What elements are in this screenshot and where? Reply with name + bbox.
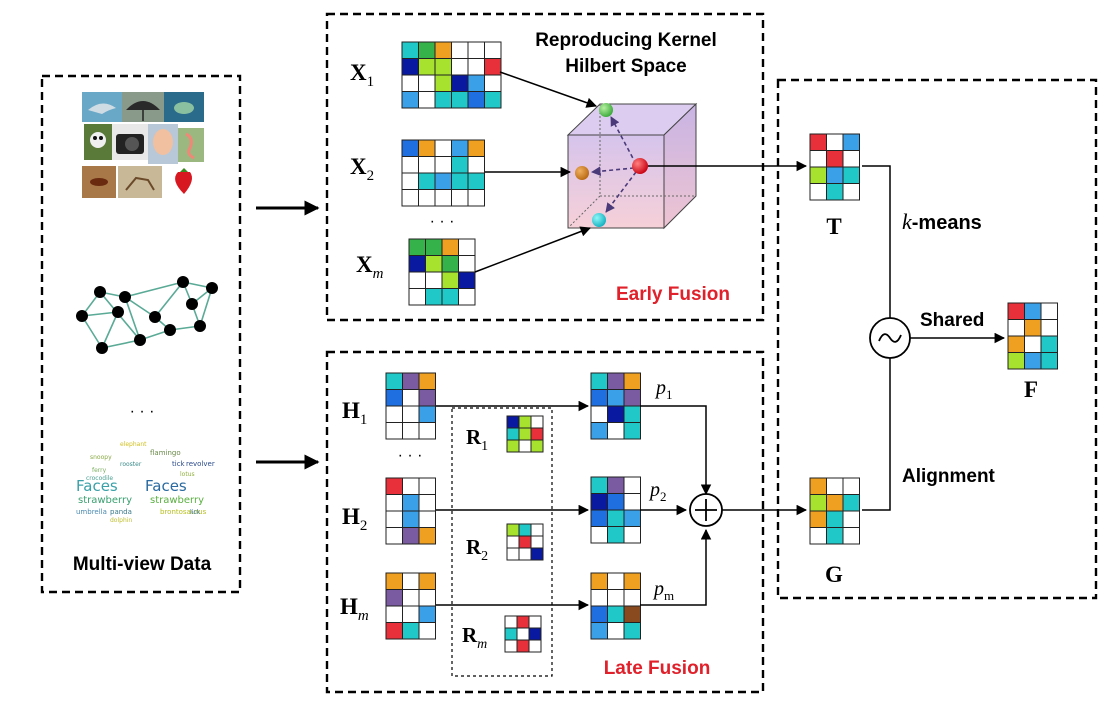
matrix-h2 <box>385 477 436 545</box>
wc-word: panda <box>110 508 132 516</box>
kmeans-label: k-means <box>902 209 982 234</box>
late-fusion-box <box>325 350 765 694</box>
label-x2: X2 <box>350 154 374 184</box>
rkhs-title-line1: Reproducing Kernel <box>535 30 717 51</box>
image-thumbnails <box>82 92 204 198</box>
label-r1: R1 <box>466 425 488 454</box>
late-dots: · · · <box>398 447 423 464</box>
matrix-x2 <box>401 139 485 207</box>
point-red <box>632 158 648 174</box>
label-T: T <box>826 214 841 239</box>
matrix-G <box>809 477 860 545</box>
multiview-box <box>40 74 242 594</box>
label-hm: Hm <box>340 594 369 624</box>
shared-label: Shared <box>920 310 984 331</box>
wc-word: dolphin <box>110 517 132 524</box>
rkhs-title-line2: Hilbert Space <box>565 56 686 77</box>
matrix-h1 <box>385 372 436 440</box>
wc-word: snoopy <box>90 454 112 461</box>
matrix-h2-rot <box>590 476 641 544</box>
alignment-label: Alignment <box>902 466 996 487</box>
label-pm: pm <box>652 578 674 603</box>
label-G: G <box>825 562 843 587</box>
wc-word: lotus <box>180 471 195 478</box>
matrix-xm <box>408 238 476 306</box>
label-p1: p1 <box>654 377 673 402</box>
rotation-box <box>451 407 553 677</box>
rkhs-cube <box>566 102 698 230</box>
wc-word: Faces <box>145 477 187 495</box>
label-x1: X1 <box>350 60 374 90</box>
matrix-h1-rot <box>590 372 641 440</box>
multiview-label: Multi-view Data <box>73 554 212 575</box>
deer-thumb <box>118 166 162 198</box>
label-rm: Rm <box>462 623 487 652</box>
matrix-T <box>809 133 860 201</box>
early-dots: · · · <box>430 213 455 230</box>
matrix-F <box>1007 302 1058 370</box>
wc-word: brontosaurus <box>160 508 207 516</box>
matrix-x1 <box>401 41 502 109</box>
point-green <box>599 103 613 117</box>
wc-word: elephant <box>120 441 147 448</box>
wc-word: tick <box>172 460 186 468</box>
late-fusion-label: Late Fusion <box>604 658 711 679</box>
shared-box <box>776 78 1098 600</box>
path-p1 <box>640 405 712 496</box>
arrow-xm <box>474 226 591 273</box>
word-cloud: flamingo snoopy rooster tick revolver fe… <box>76 441 215 524</box>
wc-word: umbrella <box>76 508 107 516</box>
matrix-hm-rot <box>590 572 641 640</box>
path-pm <box>640 528 712 606</box>
label-xm: Xm <box>356 252 384 282</box>
sum-node <box>689 493 723 527</box>
matrix-r2 <box>506 523 544 561</box>
point-cyan <box>592 213 606 227</box>
wc-word: strawberry <box>78 495 132 506</box>
label-F: F <box>1024 377 1038 402</box>
wc-word: crocodile <box>86 475 113 482</box>
combiner-node <box>869 317 911 359</box>
wc-word: rooster <box>120 461 142 468</box>
wc-word: lick <box>190 509 201 516</box>
wc-word: strawberry <box>150 495 204 506</box>
label-h2: H2 <box>342 504 367 534</box>
matrix-r1 <box>506 415 544 453</box>
rkhs-internal-arrows <box>591 116 637 213</box>
matrix-rm <box>504 615 542 653</box>
wc-word: revolver <box>186 460 215 468</box>
matrix-hm <box>385 572 436 640</box>
arrow-x1 <box>499 71 597 108</box>
label-r2: R2 <box>466 535 488 564</box>
label-h1: H1 <box>342 398 367 428</box>
wc-word: flamingo <box>150 449 181 457</box>
point-orange <box>575 166 589 180</box>
G-to-combiner <box>862 358 891 511</box>
T-to-combiner <box>862 165 891 318</box>
graph-nodes <box>76 276 218 354</box>
early-fusion-box <box>325 12 765 322</box>
early-fusion-label: Early Fusion <box>616 284 730 305</box>
label-p2: p2 <box>648 479 667 504</box>
wc-word: Faces <box>76 477 118 495</box>
multiview-dots: · · · <box>130 403 155 420</box>
wc-word: ferry <box>92 467 107 474</box>
